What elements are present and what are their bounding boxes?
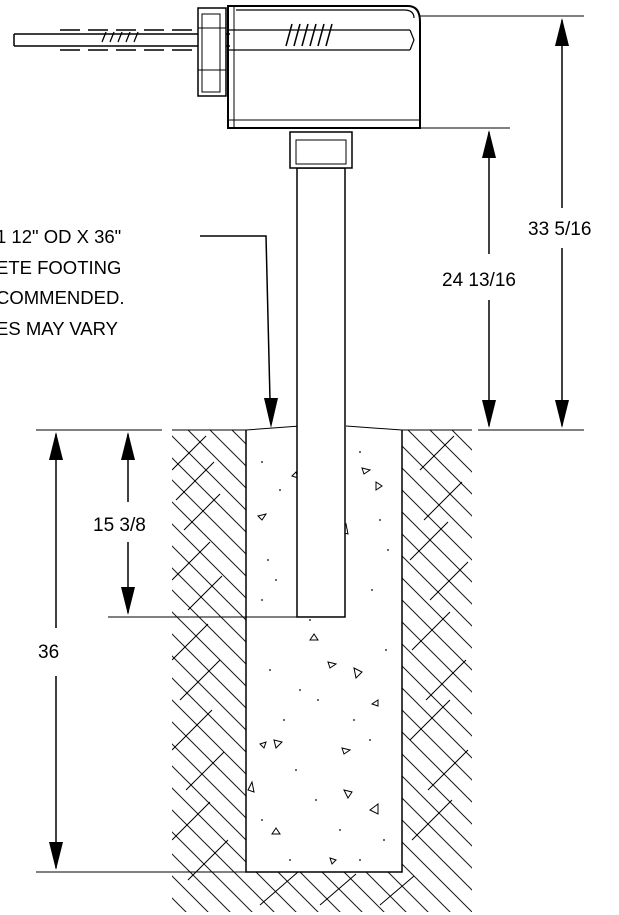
arm-spring-icon — [101, 31, 139, 43]
footing-depth-label: 36 — [38, 642, 59, 663]
pole-collar — [289, 131, 353, 169]
embed-depth-label: 15 3/8 — [93, 515, 146, 536]
note-leader-arrow — [200, 235, 278, 428]
note-line-3: COMMENDED. — [0, 287, 124, 308]
footing-note: 1 12" OD X 36" ETE FOOTING COMMENDED. ES… — [0, 226, 124, 339]
note-line-1: 1 12" OD X 36" — [0, 226, 121, 247]
note-line-4: ES MAY VARY — [0, 318, 118, 339]
pole-height-label: 24 13/16 — [442, 270, 516, 291]
embed-depth-dimension — [121, 432, 135, 615]
overall-height-label: 33 5/16 — [528, 219, 591, 240]
concrete-footing — [245, 425, 403, 873]
spring-icon — [285, 23, 333, 47]
overall-height-dimension — [555, 18, 569, 428]
pole — [296, 167, 346, 618]
speckle-dots — [261, 451, 389, 861]
aggregate-marks — [247, 467, 383, 865]
note-line-2: ETE FOOTING — [0, 257, 121, 278]
enclosure-housing — [227, 5, 421, 129]
footing-depth-dimension — [49, 432, 63, 870]
mounting-arm — [13, 7, 230, 97]
pole-height-dimension — [482, 130, 496, 428]
